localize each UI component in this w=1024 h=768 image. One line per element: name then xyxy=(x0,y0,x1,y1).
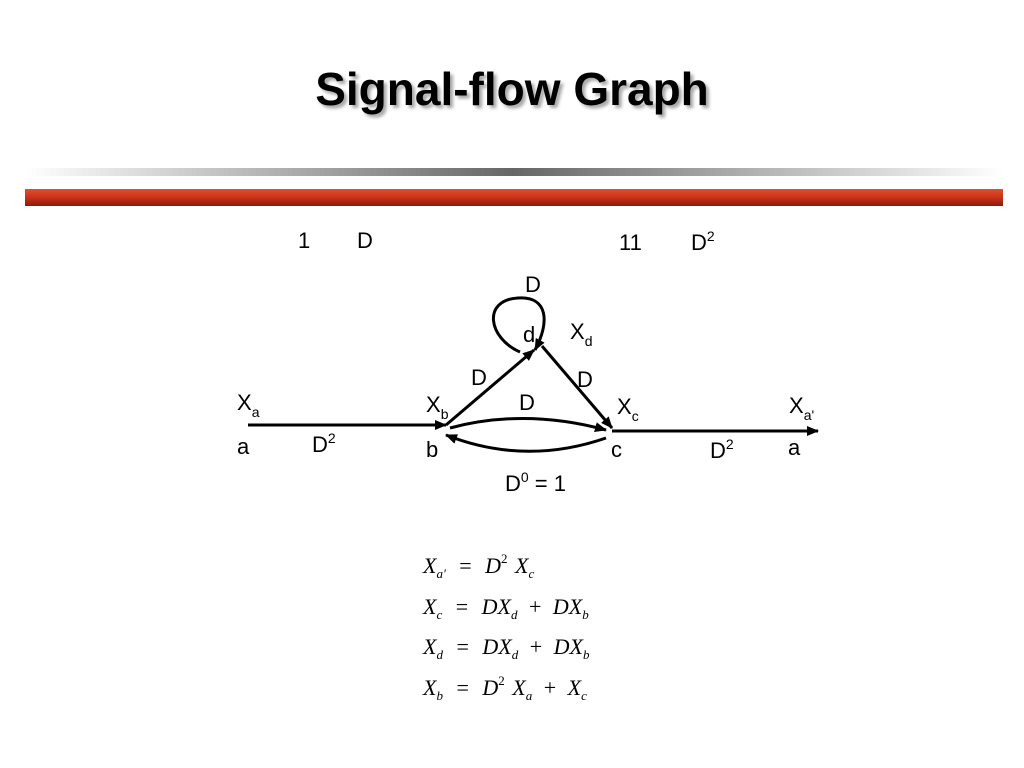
edge-b-to-d-label: D xyxy=(471,365,487,390)
edge-c-to-b-label: D0 = 1 xyxy=(505,469,566,496)
edge-c-to-b xyxy=(445,433,607,453)
node-c-letter: c xyxy=(611,437,622,462)
code-right-bits: 11 xyxy=(619,230,642,255)
node-b-letter: b xyxy=(426,437,438,462)
code-right-branch: D2 xyxy=(691,228,715,255)
node-d-letter: d xyxy=(523,322,535,347)
title-divider xyxy=(25,168,1003,206)
edge-c-to-a-out-label: D2 xyxy=(710,436,734,463)
code-left-bit: 1 xyxy=(298,228,310,253)
node-b-state: Xb xyxy=(426,392,449,422)
node-d-state: Xd xyxy=(570,319,592,349)
edge-a-to-b-label: D2 xyxy=(312,430,336,457)
edge-b-to-c xyxy=(449,416,607,432)
code-left-branch: D xyxy=(357,228,373,253)
edge-d-to-c xyxy=(540,345,614,429)
node-c-state: Xc xyxy=(617,394,639,424)
loop-label: D xyxy=(525,272,541,297)
equation-2: Xc = DXd + DXb xyxy=(422,594,589,624)
divider-grey-line xyxy=(25,168,1003,176)
node-a-in-state: Xa xyxy=(237,390,260,420)
equation-1: Xa' = D2 Xc xyxy=(422,543,535,583)
divider-red-bar xyxy=(25,189,1003,206)
equation-4: Xb = D2 Xa + Xc xyxy=(422,665,587,705)
equation-3: Xd = DXd + DXb xyxy=(422,634,590,664)
slide-title: Signal-flow Graph xyxy=(315,63,709,115)
node-a-in-letter: a xyxy=(237,434,250,459)
node-a-out-letter: a xyxy=(788,435,801,460)
self-loop-d xyxy=(491,296,546,354)
edge-d-to-c-label: D xyxy=(577,367,593,392)
edge-b-to-c-label: D xyxy=(519,390,535,415)
edge-b-to-d xyxy=(445,348,535,427)
node-a-out-state: Xa' xyxy=(789,393,814,423)
